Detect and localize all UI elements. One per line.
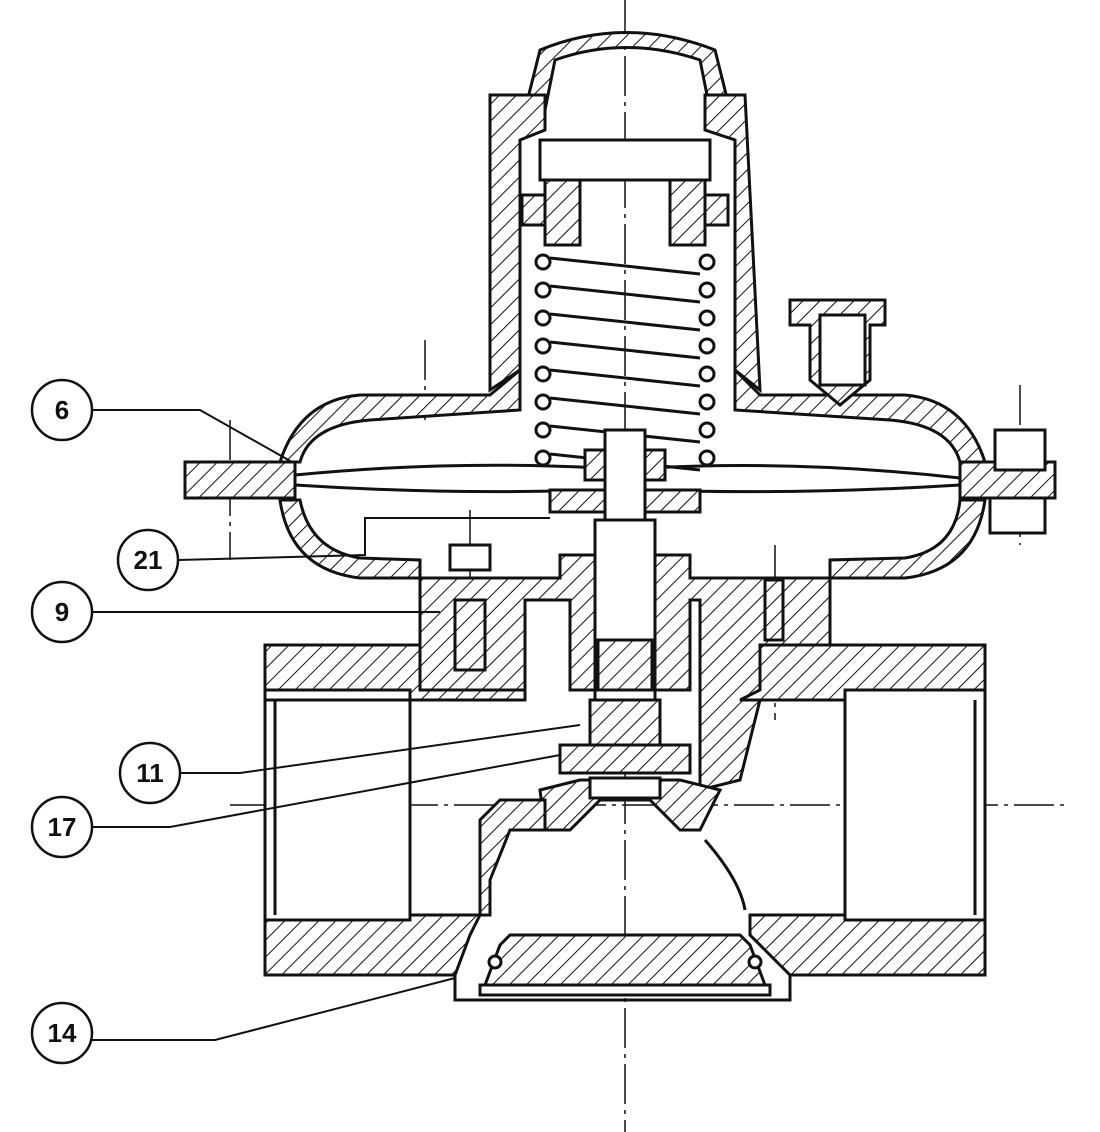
callout-label: 21 (134, 545, 163, 575)
spring-coil (534, 337, 552, 355)
callout-label: 14 (48, 1018, 77, 1048)
spring-coil-line (549, 396, 701, 416)
callout-label: 11 (136, 758, 164, 788)
callout-label: 6 (55, 395, 69, 425)
spring-coil (698, 421, 716, 439)
diaphragm-casing (183, 298, 1057, 580)
callout-21: 21 (116, 528, 180, 592)
callout-17: 17 (30, 795, 94, 859)
spring-coil (698, 253, 716, 271)
spring-coil (698, 281, 716, 299)
spring-coil (698, 365, 716, 383)
spring-coil (698, 337, 716, 355)
bottom-plug (478, 933, 772, 997)
valve-body (263, 643, 987, 1002)
spring-coil-line (549, 368, 701, 388)
spring-coil (534, 393, 552, 411)
leader-lines (92, 409, 581, 1041)
callout-label: 17 (48, 812, 77, 842)
valve-neck (418, 518, 832, 792)
spring-housing (488, 93, 762, 394)
spring-coil-line (549, 312, 701, 332)
spring-coil (698, 309, 716, 327)
spring-coil-line (549, 284, 701, 304)
spring-coil (698, 393, 716, 411)
valve-disc (538, 698, 723, 832)
callout-9: 9 (30, 580, 94, 644)
callout-14: 14 (30, 1001, 94, 1065)
spring-coil (534, 365, 552, 383)
callout-6: 6 (30, 378, 94, 442)
spring-coil (698, 449, 716, 467)
spring-coil (534, 421, 552, 439)
spring-coil (534, 281, 552, 299)
diaphragm (294, 428, 961, 522)
spring-coil-line (549, 340, 701, 360)
spring-coil-line (549, 256, 701, 276)
spring-coil (534, 309, 552, 327)
spring-coil (534, 253, 552, 271)
callout-11: 11 (118, 741, 182, 805)
callout-label: 9 (55, 597, 69, 627)
spring-coil (534, 449, 552, 467)
spring (534, 253, 716, 472)
